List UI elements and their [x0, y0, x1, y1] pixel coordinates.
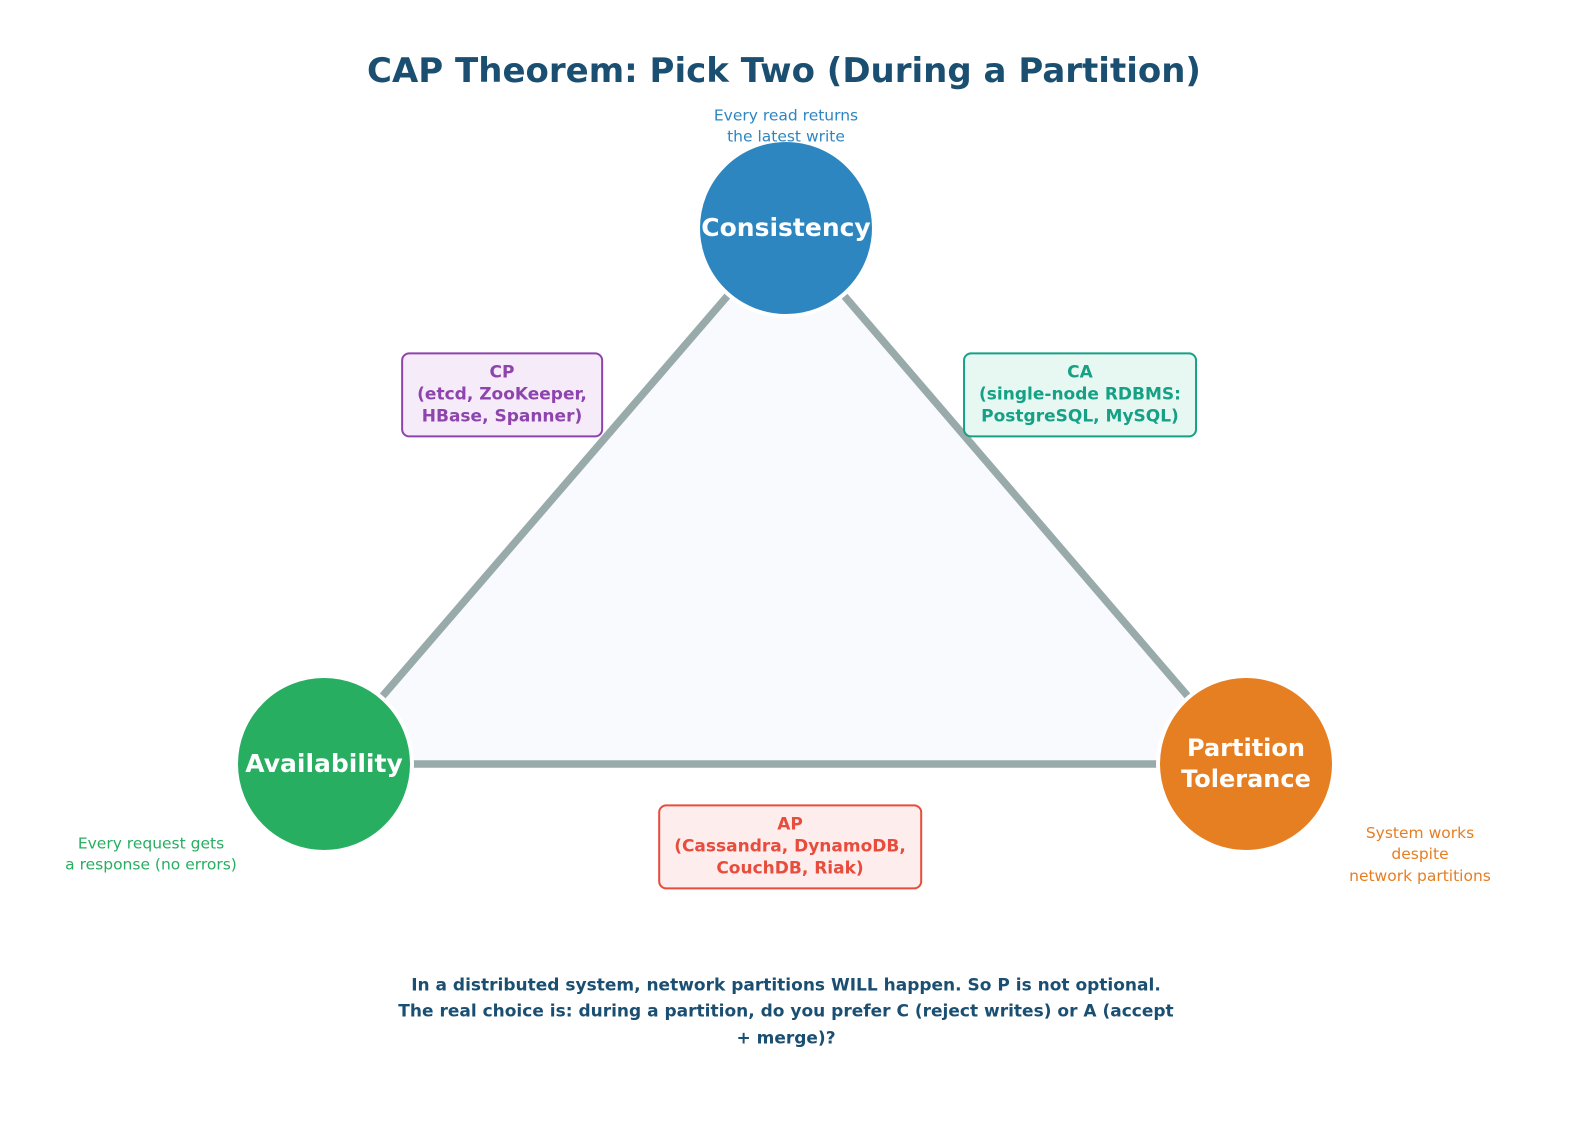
cp-edge-box: CP (etcd, ZooKeeper, HBase, Spanner) — [401, 352, 603, 438]
ca-edge-box: CA (single-node RDBMS: PostgreSQL, MySQL… — [963, 352, 1197, 438]
partition-node-label: Partition Tolerance — [1181, 733, 1311, 793]
availability-node-circle — [234, 674, 414, 854]
ap-edge-box: AP (Cassandra, DynamoDB, CouchDB, Riak) — [658, 804, 922, 890]
consistency-node-label: Consistency — [701, 212, 871, 242]
edge-line-ca — [783, 225, 1249, 767]
consistency-node-circle — [696, 138, 876, 318]
partition-note: System works despite network partitions — [1349, 823, 1491, 885]
footnote-text: In a distributed system, network partiti… — [398, 975, 1174, 1049]
consistency-note: Every read returns the latest write — [713, 106, 859, 146]
availability-node-label: Availability — [245, 748, 403, 778]
availability-note: Every request gets a response (no errors… — [65, 834, 237, 874]
edge-line-cp — [321, 225, 789, 767]
page-title: CAP Theorem: Pick Two (During a Partitio… — [367, 51, 1201, 91]
triangle-fill — [324, 228, 1246, 764]
partition-node-circle — [1156, 674, 1336, 854]
